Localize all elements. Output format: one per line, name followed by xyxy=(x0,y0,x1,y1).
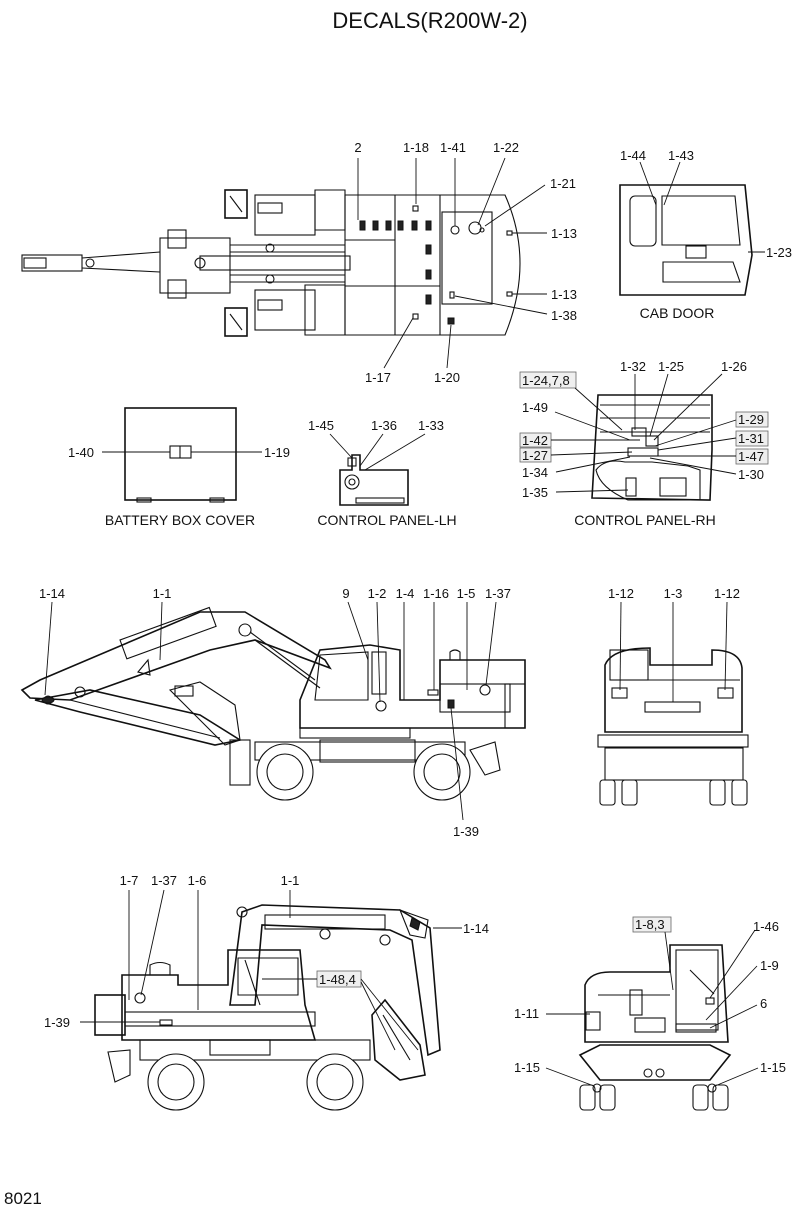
callout-label: 1-16 xyxy=(423,586,449,601)
callout-label: 1-39 xyxy=(44,1015,70,1030)
side-view-left: 1-7 1-37 1-6 1-1 1-14 1-48,4 1-39 xyxy=(44,873,489,1111)
callout-label: 1-37 xyxy=(151,873,177,888)
callout-label: 1-31 xyxy=(738,431,764,446)
callout-label: 9 xyxy=(342,586,349,601)
front-view: 1-8,3 1-46 1-9 6 1-11 1-15 1-15 xyxy=(514,916,786,1111)
callout-label: 1-1 xyxy=(281,873,300,888)
callout-label: 1-3 xyxy=(664,586,683,601)
callout-label: 1-49 xyxy=(522,400,548,415)
callout-label: 1-26 xyxy=(721,359,747,374)
callout-label: 1-46 xyxy=(753,919,779,934)
callout-label: 1-47 xyxy=(738,449,764,464)
cab-door-view: 1-44 1-43 1-23 CAB DOOR xyxy=(619,148,792,321)
callout-label: 1-38 xyxy=(551,308,577,323)
callout-label: 1-41 xyxy=(440,140,466,155)
callout-label: 1-45 xyxy=(308,418,334,433)
callout-label: 1-30 xyxy=(738,467,764,482)
callout-label: 1-6 xyxy=(188,873,207,888)
top-view-boom xyxy=(21,229,351,299)
callout-label: 1-4 xyxy=(396,586,415,601)
callout-label: 1-24,7,8 xyxy=(522,373,570,388)
callout-label: 1-37 xyxy=(485,586,511,601)
callout-label: 1-2 xyxy=(368,586,387,601)
callout-label: 1-18 xyxy=(403,140,429,155)
callout-label: 1-12 xyxy=(714,586,740,601)
callout-label: 1-17 xyxy=(365,370,391,385)
callout-label: 1-8,3 xyxy=(635,917,665,932)
rear-view: 1-12 1-3 1-12 xyxy=(597,586,749,806)
page-number: 8021 xyxy=(4,1189,42,1208)
callout-label: 6 xyxy=(760,996,767,1011)
callout-label: 1-14 xyxy=(39,586,65,601)
callout-label: 1-1 xyxy=(153,586,172,601)
callout-label: 1-13 xyxy=(551,226,577,241)
battery-box-cover-caption: BATTERY BOX COVER xyxy=(105,512,255,528)
callout-label: 1-23 xyxy=(766,245,792,260)
callout-label: 1-44 xyxy=(620,148,646,163)
callout-label: 1-32 xyxy=(620,359,646,374)
callout-label: 1-27 xyxy=(522,448,548,463)
callout-label: 1-15 xyxy=(760,1060,786,1075)
control-panel-lh-view: 1-45 1-36 1-33 CONTROL PANEL-LH xyxy=(308,418,457,528)
callout-label: 1-5 xyxy=(457,586,476,601)
callout-label: 1-43 xyxy=(668,148,694,163)
callout-label: 1-19 xyxy=(264,445,290,460)
battery-box-cover-view: 1-40 1-19 BATTERY BOX COVER xyxy=(68,407,290,528)
callout-label: 1-15 xyxy=(514,1060,540,1075)
callout-label: 1-13 xyxy=(551,287,577,302)
callout-label: 1-20 xyxy=(434,370,460,385)
cab-door-caption: CAB DOOR xyxy=(640,305,715,321)
callout-label: 2 xyxy=(354,140,361,155)
callout-label: 1-33 xyxy=(418,418,444,433)
diagram-title: DECALS(R200W-2) xyxy=(332,8,527,33)
callout-label: 1-34 xyxy=(522,465,548,480)
callout-label: 1-21 xyxy=(550,176,576,191)
callout-label: 1-39 xyxy=(453,824,479,839)
callout-label: 1-48,4 xyxy=(319,972,356,987)
callout-label: 1-22 xyxy=(493,140,519,155)
callout-label: 1-25 xyxy=(658,359,684,374)
callout-label: 1-36 xyxy=(371,418,397,433)
callout-label: 1-40 xyxy=(68,445,94,460)
callout-label: 1-7 xyxy=(120,873,139,888)
callout-label: 1-35 xyxy=(522,485,548,500)
control-panel-lh-caption: CONTROL PANEL-LH xyxy=(317,512,456,528)
callout-label: 1-9 xyxy=(760,958,779,973)
callout-label: 1-12 xyxy=(608,586,634,601)
callout-label: 1-42 xyxy=(522,433,548,448)
control-panel-rh-view: 1-24,7,8 1-32 1-25 1-26 1-49 1-29 1-42 1… xyxy=(519,359,769,528)
callout-label: 1-14 xyxy=(463,921,489,936)
side-view-right: 1-14 1-1 9 1-2 1-4 1-16 1-5 1-37 1-39 xyxy=(20,586,526,839)
top-view-upper-structure xyxy=(304,189,521,336)
top-view: 2 1-18 1-41 1-22 1-21 1-13 1-13 1-38 1-1… xyxy=(21,140,577,385)
control-panel-rh-caption: CONTROL PANEL-RH xyxy=(574,512,716,528)
callout-label: 1-29 xyxy=(738,412,764,427)
callout-label: 1-11 xyxy=(514,1006,539,1021)
